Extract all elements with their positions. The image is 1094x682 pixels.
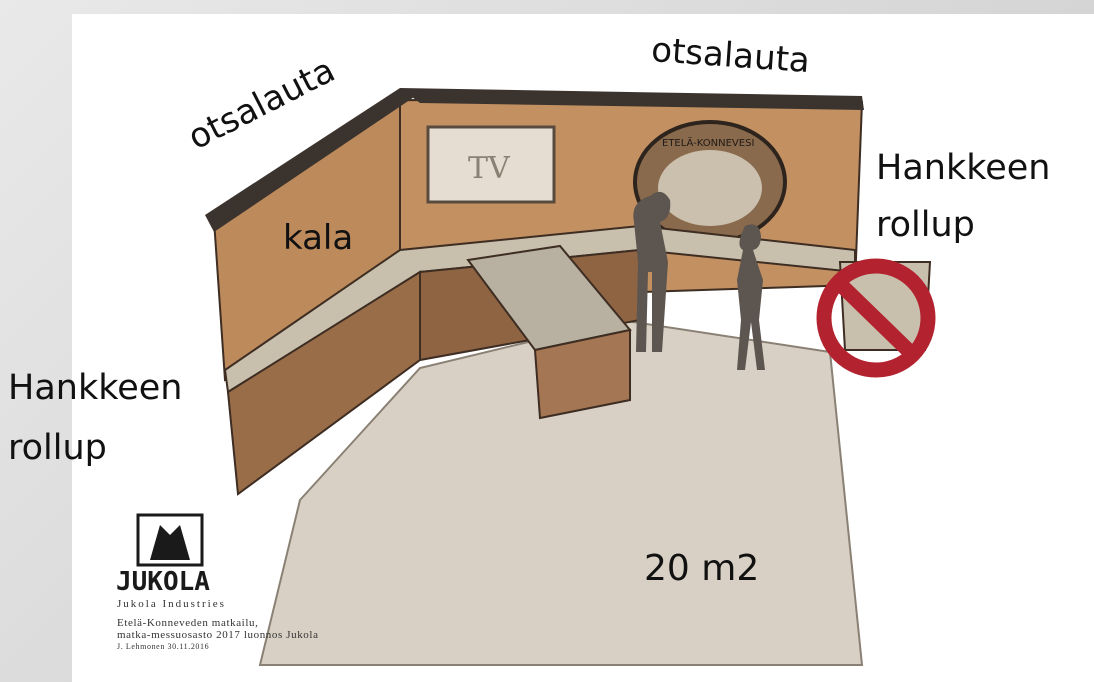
rollup-right-label-line2: rollup (876, 205, 975, 245)
emblem-text: ETELÄ-KONNEVESI (662, 136, 754, 149)
rollup-left-label-line2: rollup (8, 428, 107, 468)
rollup-left-label-line1: Hankkeen (8, 368, 183, 408)
floor-area-label: 20 m2 (644, 548, 760, 589)
prohibited-icon (816, 258, 936, 378)
company-name: Jukola Industries (117, 598, 226, 610)
tv-text: TV (468, 151, 511, 186)
person-woman (737, 224, 765, 370)
caption-line-2: matka-messuosasto 2017 luonnos Jukola (117, 629, 319, 641)
caption-line-3: J. Lehmonen 30.11.2016 (117, 642, 210, 651)
jukola-logo-figure (150, 525, 190, 560)
peninsula-front (533, 328, 631, 420)
emblem-inner (658, 150, 762, 226)
header-board-back (400, 88, 864, 110)
person-man (633, 191, 671, 352)
prohibited-slash (834, 278, 918, 360)
jukola-logo-wordmark: JUKOLA (116, 567, 210, 597)
caption-line-1: Etelä-Konneveden matkailu, (117, 617, 259, 629)
jukola-logo-mark (136, 513, 204, 567)
header-board-left (205, 88, 420, 232)
rollup-right-label-line1: Hankkeen (876, 148, 1051, 188)
tv-screen (426, 125, 556, 204)
fish-label: kala (283, 218, 354, 258)
